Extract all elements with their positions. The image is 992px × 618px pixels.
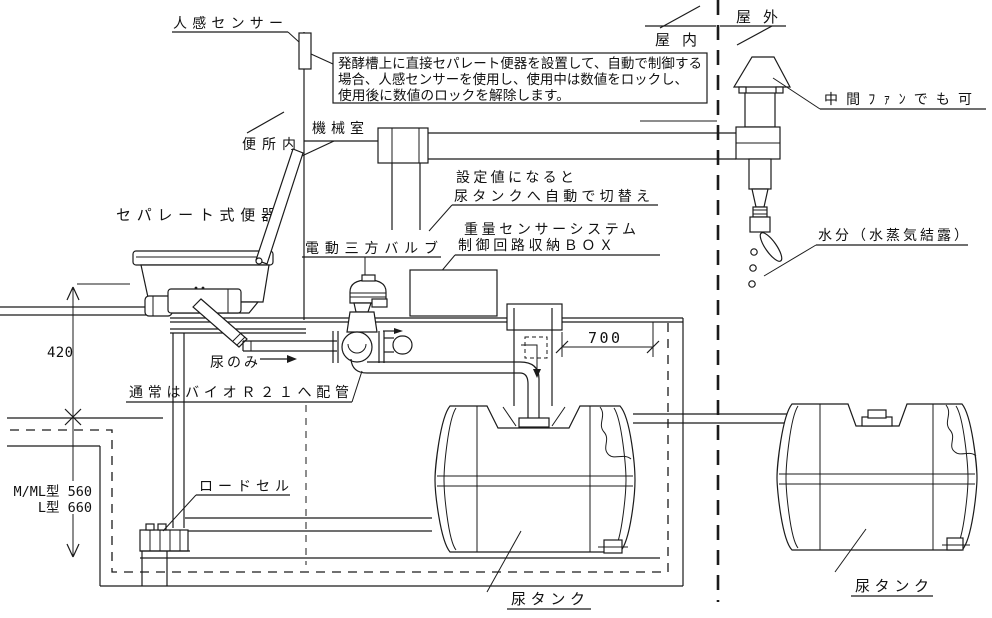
dim-mml-text: M/ML型 560 (13, 484, 92, 500)
flow-arrow-down (533, 369, 541, 378)
urine-tank-right-label: 尿タンク (855, 577, 929, 595)
flow-arrow (394, 328, 403, 334)
condensate-drop (748, 280, 756, 288)
note-line2: 場合、人感センサーを使用し、使用中は数値をロックし、 (338, 71, 688, 88)
control-circuit-box (409, 269, 498, 317)
inter-tank-pipe (633, 413, 789, 424)
toilet-lid-open (255, 148, 304, 265)
valve-body (341, 331, 373, 363)
motion-sensor-label: 人感センサー (173, 15, 283, 32)
vent-cap (732, 56, 791, 88)
urine-tank-center-label: 尿タンク (511, 590, 585, 608)
separate-toilet-label: セパレート式便器 (116, 206, 276, 224)
machine-room-label: 機械室 (312, 120, 364, 137)
moisture-label-group: 水分（水蒸気結露） (763, 228, 968, 277)
fan-label-group: 中間ﾌｧﾝでも可 (772, 77, 986, 110)
tank-inlet-stand (506, 303, 563, 406)
three-way-valve: 電動三方バルブ (302, 240, 550, 432)
note-box: 発酵槽上に直接セパレート便器を設置して、自動で制御する 場合、人感センサーを使用… (332, 52, 708, 104)
loadcell-label-group: ロードセル (162, 479, 290, 532)
pit-outline (7, 318, 684, 587)
normal-piping-label-group: 通常はバイオＲ２１へ配管 (126, 370, 363, 403)
note-line3: 使用後に数値のロックを解除します。 (338, 87, 570, 104)
tank-drain-fitting (946, 537, 964, 551)
setpoint-label-group: 設定値になると 尿タンクへ自動で切替え (428, 170, 658, 232)
motion-sensor-device (298, 32, 312, 70)
flow-arrow (287, 355, 297, 363)
urine-tank-center (434, 405, 636, 554)
urine-only-label: 尿のみ (210, 355, 258, 371)
outdoor-vent-stack (732, 56, 791, 288)
normal-piping-label: 通常はバイオＲ２１へ配管 (129, 385, 349, 401)
condensate-drop (750, 248, 758, 256)
note-line1: 発酵槽上に直接セパレート便器を設置して、自動で制御する (338, 55, 702, 72)
urine-only-label-group: 尿のみ (210, 355, 297, 371)
dimension-700: 700 (555, 322, 660, 357)
motor-valve-label: 電動三方バルブ (305, 240, 438, 257)
urine-drop-pipe (192, 298, 248, 348)
setpoint-line2: 尿タンクへ自動で切替え (454, 189, 650, 205)
urine-tank-right (776, 403, 978, 551)
toilet-drain-piping (0, 288, 337, 352)
indoor-label: 屋内 (655, 31, 697, 49)
setpoint-line1: 設定値になると (456, 170, 574, 186)
dim-l-text: L型 660 (38, 500, 92, 516)
dim-700-text: 700 (588, 329, 620, 347)
dimension-420: 420 (47, 283, 130, 426)
weighing-frame (139, 333, 660, 586)
weight-box-line2: 制御回路収納ＢＯＸ (458, 238, 613, 254)
weight-box-line1: 重量センサーシステム (464, 222, 636, 238)
toilet-seat (132, 250, 274, 266)
mid-fan-label: 中間ﾌｧﾝでも可 (824, 92, 972, 108)
load-cell-label: ロードセル (199, 479, 289, 495)
tank-outline (434, 405, 636, 553)
moisture-label: 水分（水蒸気結露） (818, 228, 968, 244)
dim-420-text: 420 (47, 345, 73, 361)
condensate-drop (749, 264, 757, 272)
motion-sensor-group: 人感センサー (172, 15, 334, 70)
vent-duct (377, 127, 736, 230)
drain-valve-handle (759, 232, 783, 262)
toilet-room-label: 便所内 (242, 137, 296, 153)
load-cell-device (139, 529, 189, 552)
dimension-560-660: M/ML型 560 L型 660 (2, 418, 94, 558)
outdoor-label: 屋外 (736, 8, 778, 26)
